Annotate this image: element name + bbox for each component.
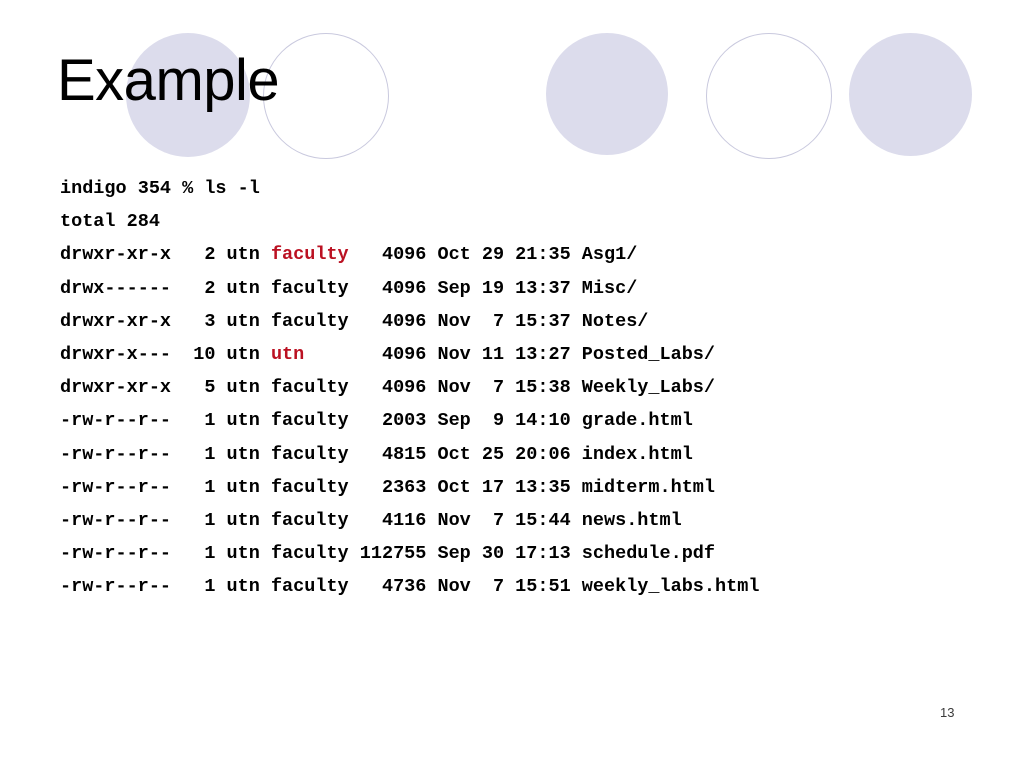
row-group: faculty	[270, 576, 349, 598]
terminal-total-text: total 284	[60, 211, 160, 233]
row-size-date-name: 4815 Oct 25 20:06 index.html	[348, 443, 693, 465]
row-group: faculty	[270, 443, 349, 465]
circle-4	[706, 33, 832, 159]
row-permissions-owner: drwxr-xr-x 3 utn	[60, 310, 271, 332]
terminal-row: -rw-r--r-- 1 utn faculty 2363 Oct 17 13:…	[60, 471, 980, 504]
row-permissions-owner: -rw-r--r-- 1 utn	[60, 410, 271, 432]
row-size-date-name: 4096 Nov 7 15:37 Notes/	[348, 310, 649, 332]
row-group: faculty	[270, 310, 349, 332]
circle-3	[546, 33, 668, 155]
row-size-date-name: 4096 Oct 29 21:35 Asg1/	[348, 244, 638, 266]
row-size-date-name: 4096 Sep 19 13:37 Misc/	[348, 277, 638, 299]
terminal-row: -rw-r--r-- 1 utn faculty 4116 Nov 7 15:4…	[60, 504, 980, 537]
row-permissions-owner: drwxr-xr-x 2 utn	[60, 244, 271, 266]
row-size-date-name: 112755 Sep 30 17:13 schedule.pdf	[348, 543, 716, 565]
terminal-prompt-text: indigo 354 % ls -l	[60, 178, 260, 199]
row-group: utn	[270, 344, 349, 366]
circle-2	[263, 33, 389, 159]
row-size-date-name: 2003 Sep 9 14:10 grade.html	[348, 410, 693, 432]
terminal-row: drwxr-x--- 10 utn utn 4096 Nov 11 13:27 …	[60, 338, 980, 371]
circle-5	[849, 33, 972, 156]
row-permissions-owner: drwx------ 2 utn	[60, 277, 271, 299]
terminal-row: drwxr-xr-x 3 utn faculty 4096 Nov 7 15:3…	[60, 305, 980, 338]
row-size-date-name: 4116 Nov 7 15:44 news.html	[348, 510, 682, 532]
row-permissions-owner: drwxr-xr-x 5 utn	[60, 377, 271, 399]
terminal-row: -rw-r--r-- 1 utn faculty 112755 Sep 30 1…	[60, 537, 980, 570]
row-permissions-owner: -rw-r--r-- 1 utn	[60, 543, 271, 565]
row-group: faculty	[270, 510, 349, 532]
terminal-listing: indigo 354 % ls -l total 284 drwxr-xr-x 2 …	[60, 172, 980, 604]
row-group: faculty	[270, 410, 349, 432]
row-size-date-name: 4096 Nov 7 15:38 Weekly_Labs/	[348, 377, 716, 399]
row-size-date-name: 2363 Oct 17 13:35 midterm.html	[348, 476, 716, 498]
terminal-prompt-line: indigo 354 % ls -l	[60, 172, 980, 205]
row-group: faculty	[270, 476, 349, 498]
terminal-total-line: total 284	[60, 205, 980, 238]
terminal-row: drwxr-xr-x 2 utn faculty 4096 Oct 29 21:…	[60, 238, 980, 271]
row-size-date-name: 4736 Nov 7 15:51 weekly_labs.html	[348, 576, 760, 598]
row-group: faculty	[270, 244, 349, 266]
terminal-row: -rw-r--r-- 1 utn faculty 2003 Sep 9 14:1…	[60, 404, 980, 437]
terminal-row: -rw-r--r-- 1 utn faculty 4736 Nov 7 15:5…	[60, 570, 980, 603]
row-permissions-owner: -rw-r--r-- 1 utn	[60, 443, 271, 465]
row-group: faculty	[270, 277, 349, 299]
row-permissions-owner: -rw-r--r-- 1 utn	[60, 476, 271, 498]
page-number: 13	[940, 705, 955, 720]
row-permissions-owner: drwxr-x--- 10 utn	[60, 344, 271, 366]
terminal-row: -rw-r--r-- 1 utn faculty 4815 Oct 25 20:…	[60, 438, 980, 471]
row-group: faculty	[270, 377, 349, 399]
terminal-row: drwx------ 2 utn faculty 4096 Sep 19 13:…	[60, 272, 980, 305]
page-title: Example	[57, 48, 280, 113]
row-size-date-name: 4096 Nov 11 13:27 Posted_Labs/	[348, 344, 716, 366]
row-permissions-owner: -rw-r--r-- 1 utn	[60, 510, 271, 532]
terminal-row: drwxr-xr-x 5 utn faculty 4096 Nov 7 15:3…	[60, 371, 980, 404]
row-group: faculty	[270, 543, 349, 565]
row-permissions-owner: -rw-r--r-- 1 utn	[60, 576, 271, 598]
